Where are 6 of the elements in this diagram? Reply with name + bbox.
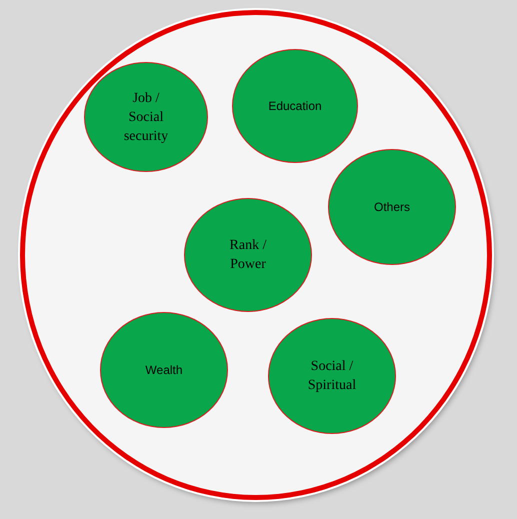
node-label: Others (374, 200, 410, 214)
node-label: Social / Spiritual (306, 358, 358, 395)
node-label: Rank / Power (228, 237, 268, 274)
node-label: Education (268, 99, 322, 113)
node-label: Wealth (145, 363, 183, 377)
node-label: Job / Social security (122, 90, 170, 146)
